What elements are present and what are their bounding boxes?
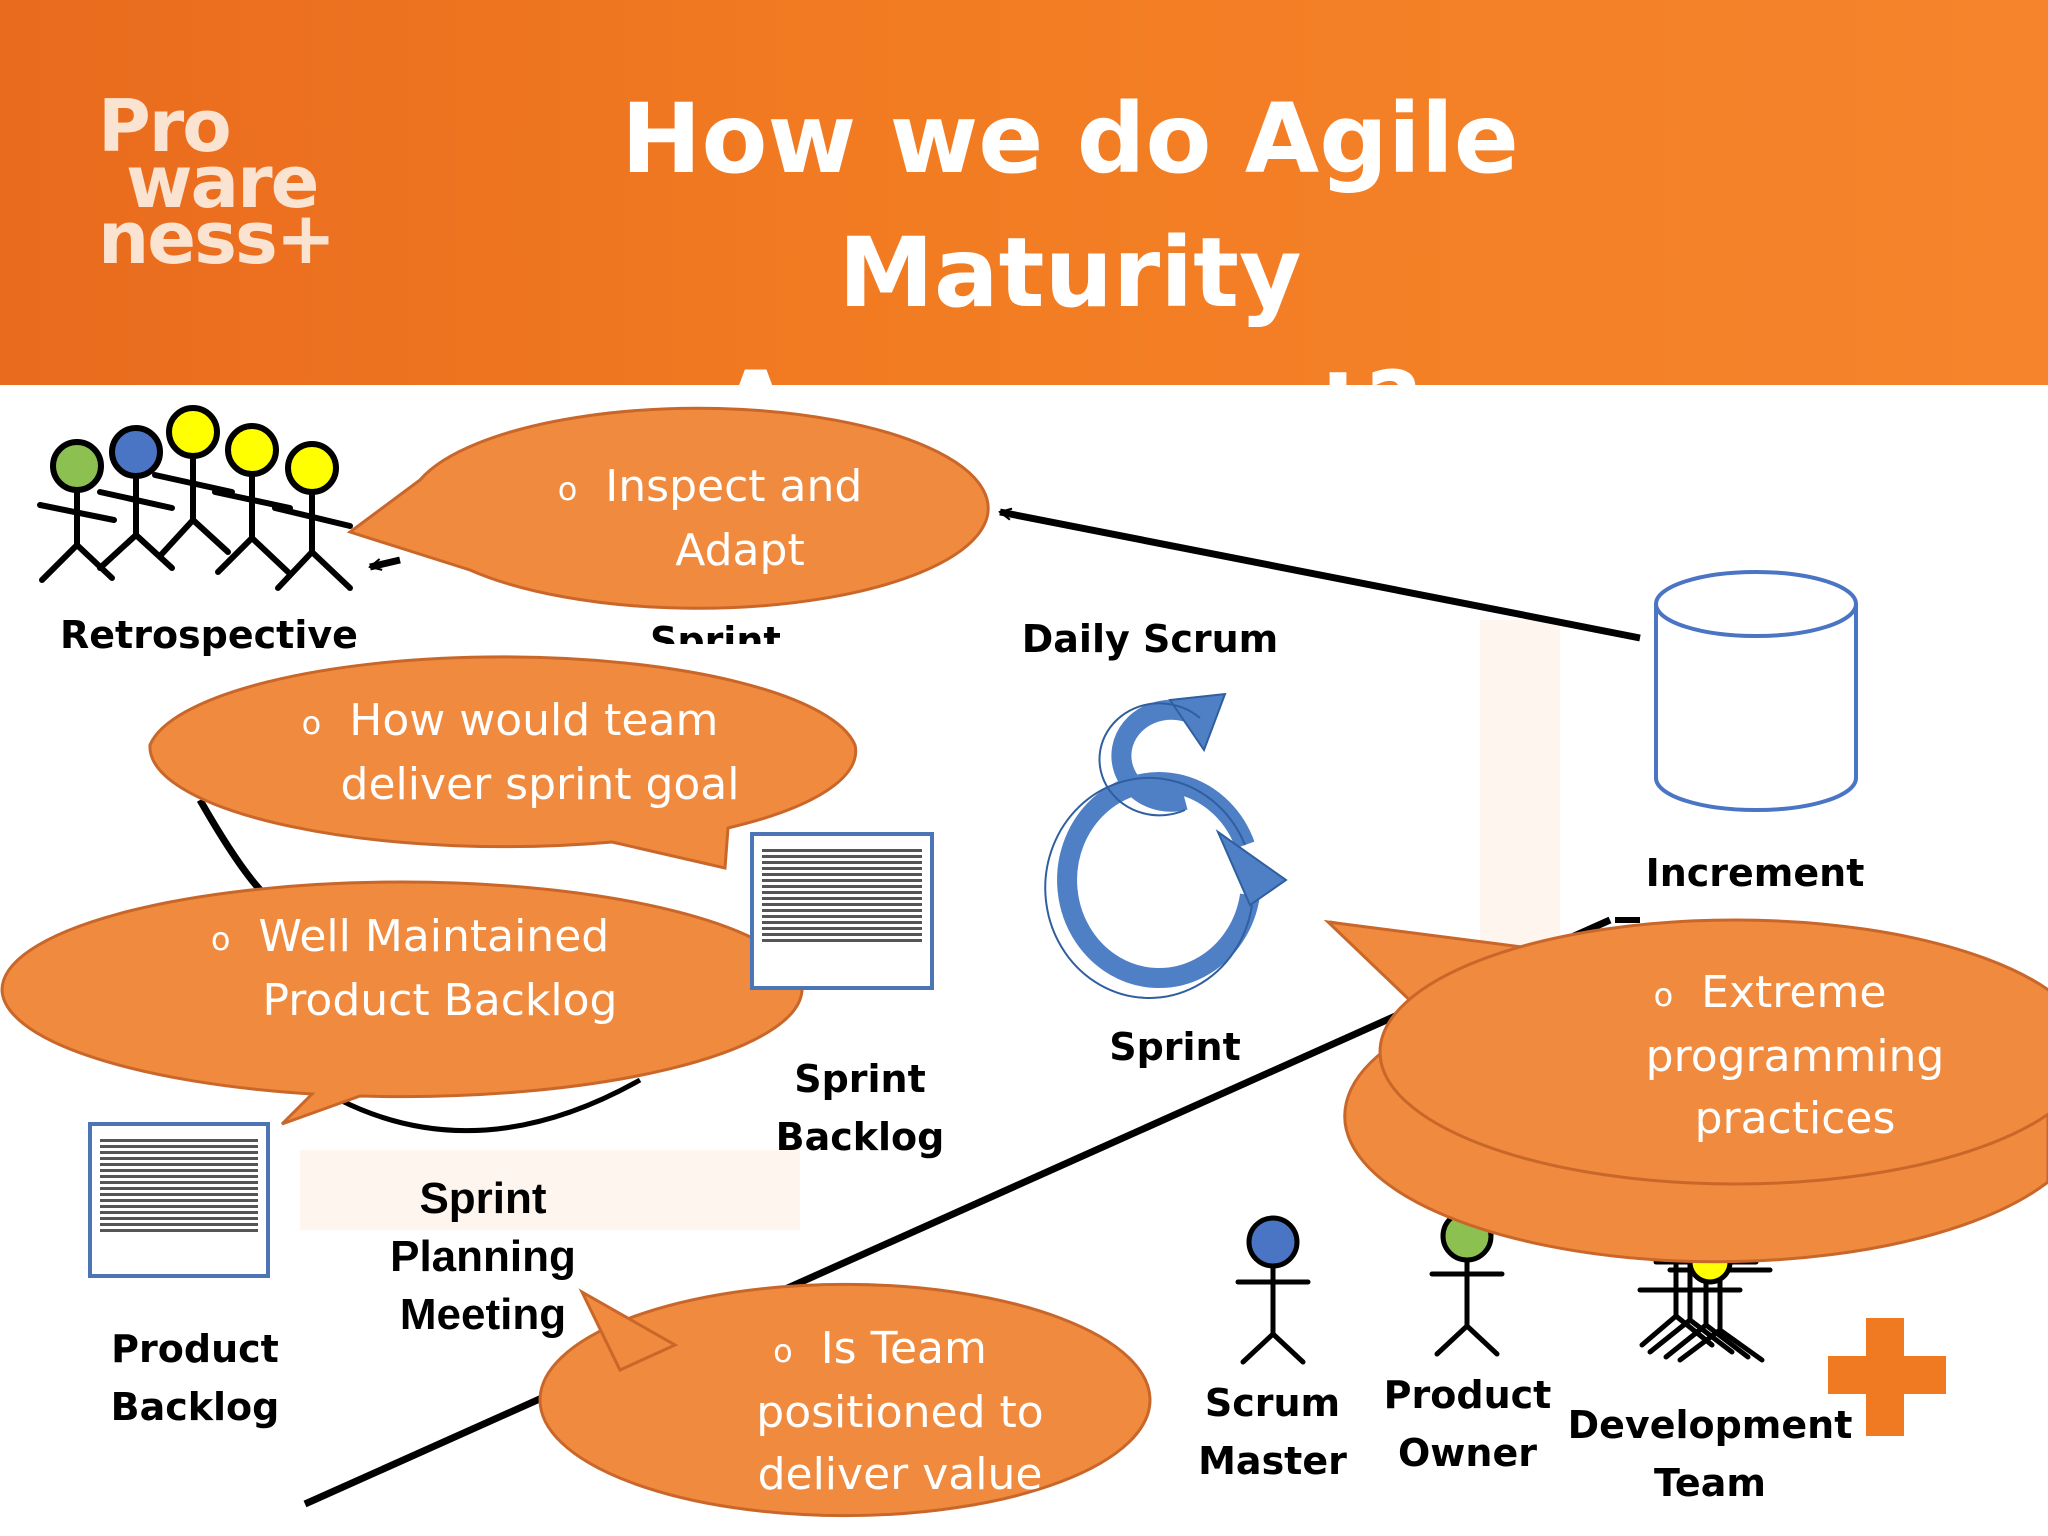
title-line-1: How we do Agile Maturity: [621, 83, 1519, 329]
stick-figure-icon: [97, 425, 175, 571]
callout-sprint-goal: [148, 655, 858, 870]
product-owner-line: Product: [1383, 1373, 1552, 1417]
logo-line: Pro: [98, 84, 232, 168]
development-team-line: Team: [1654, 1461, 1766, 1505]
callout-deliver-value-text: o Is Team positioned to deliver value: [700, 1318, 1060, 1506]
sprint-label: Sprint: [1109, 1025, 1241, 1069]
bullet-icon: o: [557, 470, 578, 508]
development-team-line: Development: [1567, 1403, 1853, 1447]
callout-product-backlog-text: o Well Maintained Product Backlog: [190, 906, 630, 1032]
stick-figure-icon: [152, 405, 235, 559]
stick-figure-icon: [1637, 1237, 1743, 1348]
database-cylinder-icon: [1654, 570, 1858, 812]
retro-arrow-head: [370, 556, 401, 567]
logo-line: ware: [126, 140, 319, 224]
bullet-icon: o: [301, 704, 322, 742]
logo-line: ness+: [98, 196, 336, 280]
scrum-master-label: Scrum Master: [1190, 1374, 1355, 1490]
callout-line: Is Team: [820, 1323, 987, 1374]
stick-figure-icon: [212, 423, 293, 575]
callout-line: Adapt: [675, 525, 805, 576]
product-owner-label: Product Owner: [1380, 1366, 1555, 1482]
bullet-icon: o: [773, 1332, 793, 1370]
sprint-backlog-line: Sprint: [794, 1057, 926, 1101]
callout-line: Product Backlog: [262, 975, 618, 1026]
sprint-backlog-label: Sprint Backlog: [770, 1050, 950, 1166]
sprint-planning-line: Planning: [390, 1232, 576, 1281]
sprint-top-label: Sprint: [650, 619, 780, 644]
callout-line: positioned to: [756, 1387, 1044, 1438]
bullet-icon: o: [210, 920, 231, 958]
callout-line: Well Maintained: [258, 911, 610, 962]
callout-inspect-adapt: [346, 406, 990, 610]
stick-figure-icon: [37, 439, 117, 583]
scrum-master-line: Scrum: [1204, 1381, 1341, 1425]
sprint-planning-line: Meeting: [399, 1290, 567, 1339]
increment-to-retro-arrow: [1000, 512, 1641, 642]
callout-line: deliver sprint goal: [340, 759, 740, 810]
daily-scrum-label: Daily Scrum: [1021, 617, 1279, 661]
callout-line: programming: [1645, 1031, 1945, 1082]
slide-header: Pro ware ness+ How we do Agile Maturity …: [0, 0, 2048, 463]
callout-line: How would team: [349, 695, 719, 746]
retrospective-label: Retrospective: [60, 613, 358, 657]
plus-icon: [1828, 1318, 1946, 1436]
callout-sprint-goal-text: o How would team deliver sprint goal: [280, 690, 740, 816]
product-backlog-line: Product: [111, 1327, 279, 1371]
slide-title: How we do Agile Maturity Assessment?: [400, 72, 1740, 474]
callout-inspect-adapt-text: o Inspect and Adapt: [530, 456, 890, 582]
cycle-arrow-heads: [1168, 692, 1288, 907]
sprint-backlog-document-icon: [750, 832, 934, 990]
sprint-planning-label: Sprint Planning Meeting: [360, 1170, 606, 1344]
planning-loop-bottom: [338, 1077, 642, 1134]
product-backlog-label: Product Backlog: [100, 1320, 290, 1436]
sprint-backlog-line: Backlog: [775, 1115, 945, 1159]
product-backlog-line: Backlog: [110, 1385, 280, 1429]
retrospective-team: [37, 405, 353, 591]
callout-line: practices: [1694, 1093, 1896, 1144]
scrum-master-figure: [1235, 1215, 1311, 1365]
stick-figure-icon: [1246, 1215, 1300, 1269]
development-team-label: Development Team: [1560, 1396, 1860, 1512]
callout-line: Inspect and: [605, 461, 863, 512]
callout-xp-body: [1378, 918, 2048, 1186]
cycle-arrow-outline: [1044, 702, 1253, 999]
callout-xp-practices-text: o Extreme programming practices: [1560, 962, 1980, 1150]
scrum-master-line: Master: [1198, 1439, 1347, 1483]
callout-product-backlog: [0, 880, 804, 1126]
prowareness-logo: Pro ware ness+: [98, 84, 378, 280]
stick-figure-icon: [272, 441, 353, 591]
cycle-arrows-icon: [1057, 699, 1260, 989]
callout-line: deliver value: [757, 1449, 1043, 1500]
callout-deliver-value: [538, 1282, 1152, 1518]
product-owner-line: Owner: [1398, 1431, 1537, 1475]
bullet-icon: o: [1653, 976, 1674, 1014]
callout-deliver-value-tail: [578, 1288, 679, 1372]
callout-line: Extreme: [1701, 967, 1887, 1018]
product-backlog-document-icon: [88, 1122, 270, 1278]
increment-label: Increment: [1645, 851, 1865, 895]
sprint-planning-line: Sprint: [419, 1174, 547, 1223]
